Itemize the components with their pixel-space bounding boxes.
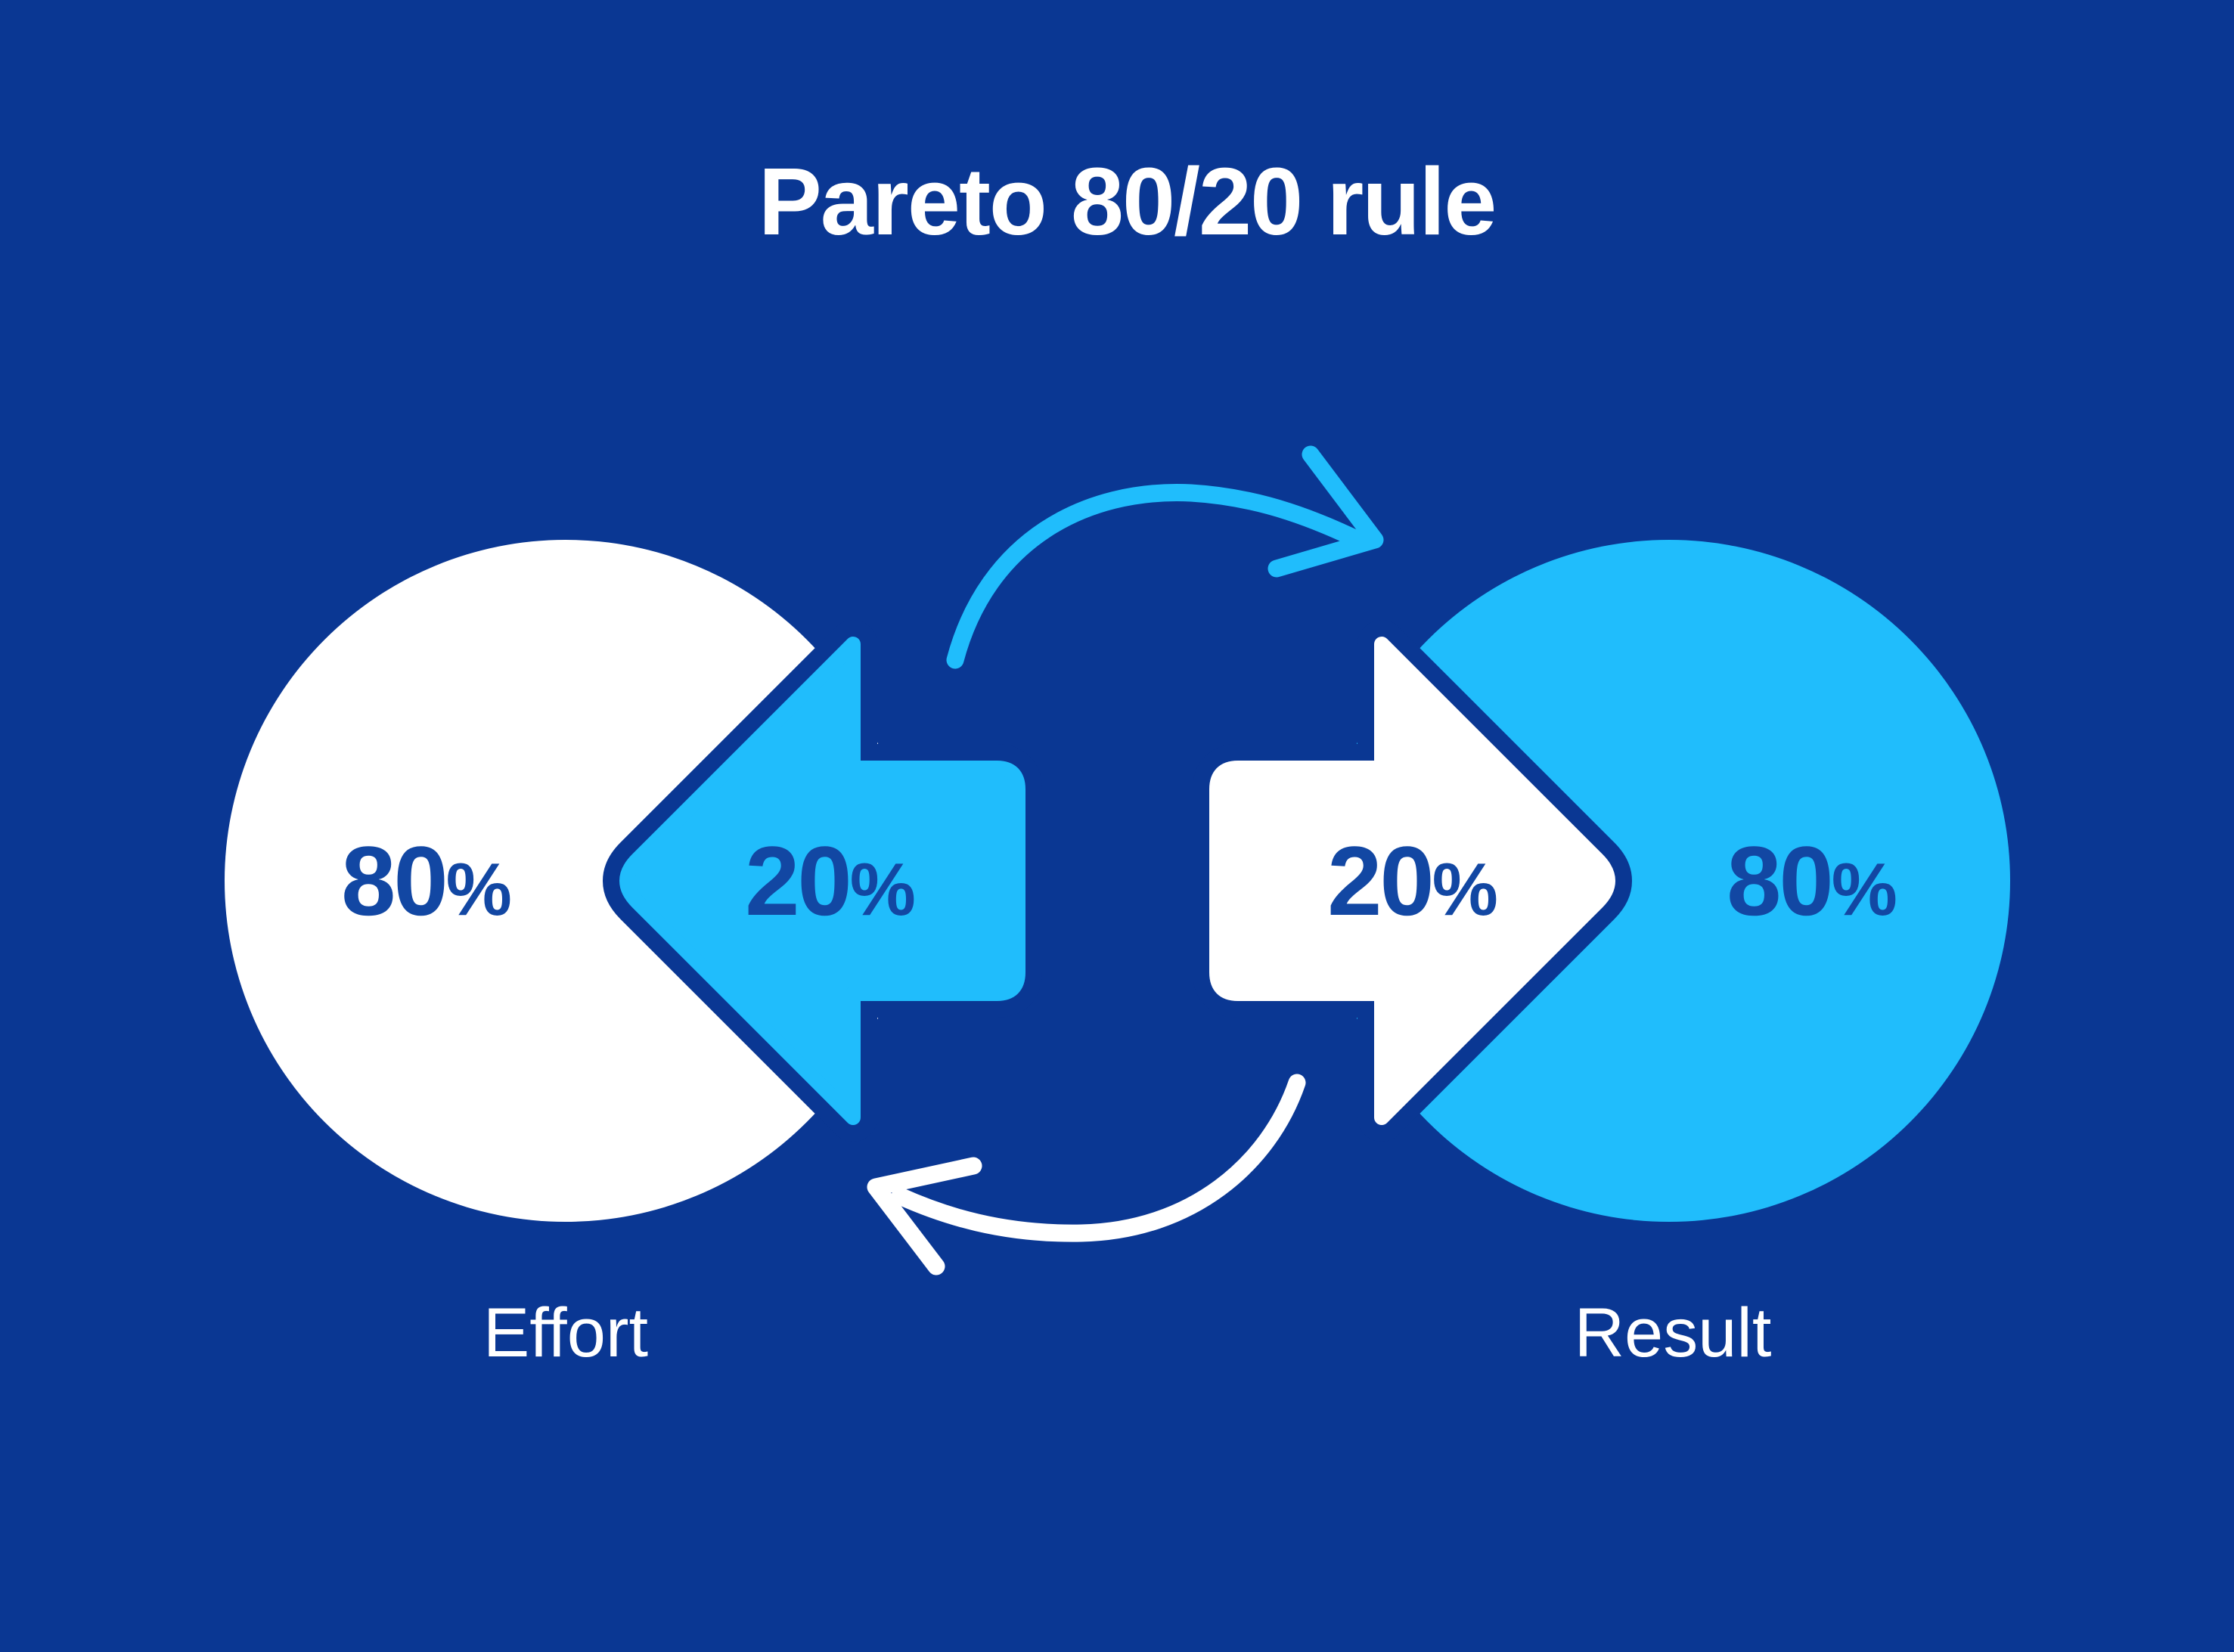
left-arrow-icon [619, 637, 1025, 1125]
effort-80-percent: 80% [341, 826, 512, 936]
top-arc [946, 484, 1367, 669]
right-arrow-icon [1209, 637, 1615, 1125]
result-circle [1328, 540, 2010, 1222]
effort-label: Effort [483, 1294, 648, 1372]
effort-group: 80% 20% Effort [225, 540, 1042, 1372]
top-arrowhead [1267, 445, 1384, 578]
effort-circle [225, 540, 907, 1222]
top-curved-arrow-icon [946, 445, 1384, 669]
bottom-arrowhead [867, 1157, 982, 1275]
result-80-percent: 80% [1727, 826, 1897, 936]
result-label: Result [1575, 1294, 1772, 1372]
page-title: Pareto 80/20 rule [759, 148, 1496, 255]
result-20-percent: 20% [1327, 826, 1498, 936]
bottom-arc [891, 1074, 1306, 1242]
result-group: 20% 80% Result [1193, 540, 2010, 1372]
effort-20-percent: 20% [745, 826, 916, 936]
bottom-curved-arrow-icon [867, 1074, 1306, 1275]
